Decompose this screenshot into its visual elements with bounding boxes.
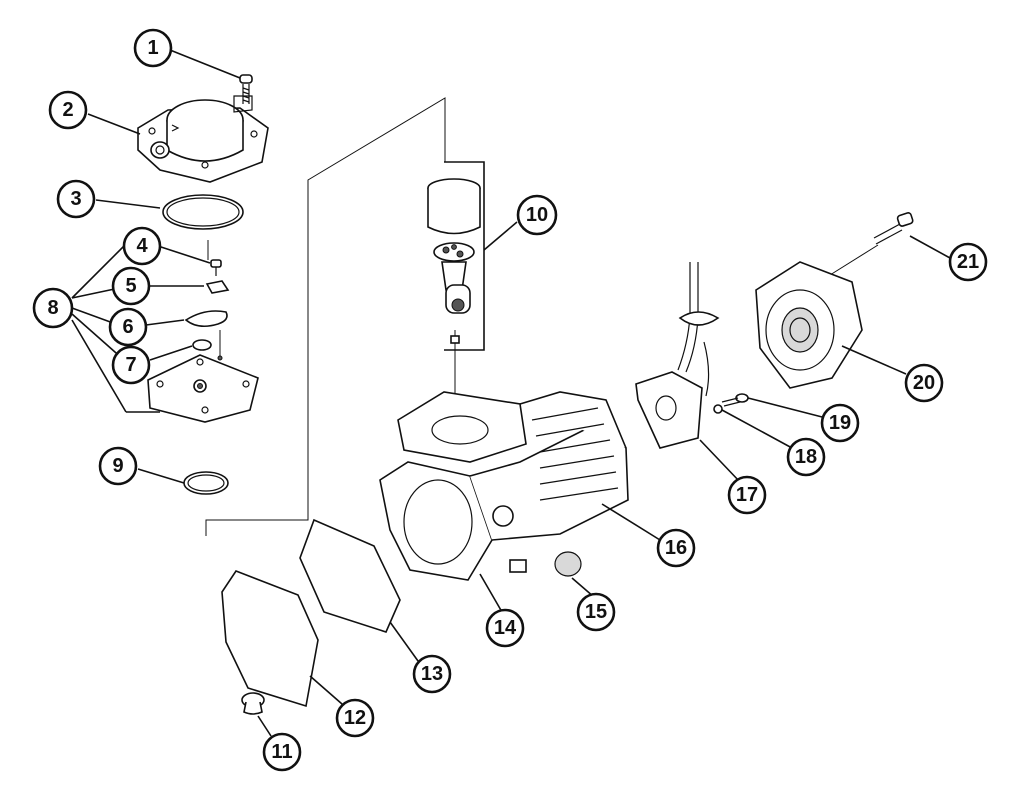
callout-20: 20: [904, 363, 944, 403]
callout-17: 17: [727, 475, 767, 515]
part-head-cover-2: [137, 95, 269, 183]
part-small-screw-4: [210, 259, 222, 276]
part-piston-assembly-10: [427, 178, 481, 344]
part-screw-11: [241, 692, 265, 715]
callout-16: 16: [656, 528, 696, 568]
callout-15-label: 15: [585, 601, 607, 623]
part-end-bell-20: [755, 261, 863, 389]
callout-18: 18: [786, 437, 826, 477]
callout-2-label: 2: [62, 99, 73, 121]
callout-12: 12: [335, 698, 375, 738]
callout-4: 4: [122, 226, 162, 266]
part-screw-1: [239, 74, 253, 104]
callout-21-label: 21: [957, 251, 979, 273]
callout-13: 13: [412, 654, 452, 694]
part-reed-valve-6: [184, 310, 228, 328]
part-screw-19: [721, 393, 749, 407]
callout-14: 14: [485, 608, 525, 648]
part-cable-bracket-17: [635, 262, 720, 449]
part-valve-plate-8: [147, 354, 259, 423]
callout-1: 1: [133, 28, 173, 68]
callout-5-label: 5: [125, 275, 136, 297]
callout-11: 11: [262, 732, 302, 772]
callout-20-label: 20: [913, 372, 935, 394]
part-bolt-21: [873, 212, 914, 245]
part-motor-housing-14-16: [379, 391, 629, 581]
callout-19-label: 19: [829, 412, 851, 434]
part-cover-13: [299, 518, 401, 633]
part-gasket-12: [221, 570, 319, 708]
part-small-o-ring-7: [192, 339, 212, 351]
callout-9: 9: [98, 446, 138, 486]
callout-16-label: 16: [665, 537, 687, 559]
callout-21: 21: [948, 242, 988, 282]
callout-9-label: 9: [112, 455, 123, 477]
callout-2: 2: [48, 90, 88, 130]
callout-6-label: 6: [122, 316, 133, 338]
callout-18-label: 18: [795, 446, 817, 468]
callout-8: 8: [32, 287, 74, 329]
callout-12-label: 12: [344, 707, 366, 729]
callout-3: 3: [56, 179, 96, 219]
callout-17-label: 17: [736, 484, 758, 506]
callout-10: 10: [516, 194, 558, 236]
callout-4-label: 4: [136, 235, 148, 257]
part-filter-15: [554, 551, 582, 577]
part-washer-18: [713, 404, 723, 414]
callout-10-label: 10: [526, 204, 548, 226]
leader-lines: [71, 49, 951, 737]
callout-3-label: 3: [70, 188, 81, 210]
callout-7-label: 7: [125, 354, 136, 376]
callout-7: 7: [111, 345, 151, 385]
callout-11-label: 11: [271, 741, 292, 763]
callout-14-label: 14: [494, 617, 517, 639]
callout-5: 5: [111, 266, 151, 306]
callout-19: 19: [820, 403, 860, 443]
callout-6: 6: [108, 307, 148, 347]
callout-13-label: 13: [421, 663, 443, 685]
part-retainer-5: [205, 280, 230, 294]
callout-1-label: 1: [147, 37, 158, 59]
callout-15: 15: [576, 592, 616, 632]
callout-8-label: 8: [47, 297, 58, 319]
part-o-ring-3: [162, 194, 244, 230]
